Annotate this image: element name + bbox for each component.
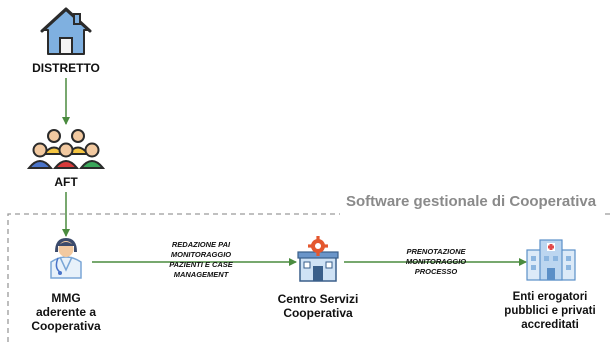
house-icon [40, 7, 92, 55]
people-group-icon [26, 129, 106, 169]
edge-label-mmg-centro-line-4: MANAGEMENT [173, 270, 229, 279]
node-label-enti-line-3: accreditati [521, 319, 579, 331]
node-label-enti-line-2: pubblici e privati [504, 305, 596, 317]
doctor-icon [50, 238, 82, 279]
node-label-mmg-line-3: Cooperativa [31, 319, 101, 333]
node-label-enti-line-1: Enti erogatori [512, 291, 588, 303]
node-label-aft: AFT [54, 175, 78, 189]
edge-label-centro-enti: PRENOTAZIONE MONITORAGGIO PROCESSO [386, 247, 486, 277]
edge-label-centro-enti-line-2: MONITORAGGIO [405, 257, 467, 266]
edge-label-mmg-centro: REDAZIONE PAI MONITORAGGIO PAZIENTI E CA… [146, 240, 256, 280]
edge-label-mmg-centro-line-2: MONITORAGGIO [170, 250, 232, 259]
hospital-icon [526, 239, 576, 281]
region-border [7, 213, 613, 342]
node-label-enti: Enti erogatori pubblici e privati accred… [488, 290, 612, 332]
service-center-icon [297, 236, 339, 282]
node-label-distretto: DISTRETTO [32, 61, 100, 75]
node-label-centro-line-2: Cooperativa [283, 306, 353, 320]
node-label-mmg-line-2: aderente a [35, 305, 97, 319]
edge-label-centro-enti-line-1: PRENOTAZIONE [406, 247, 466, 256]
edge-label-centro-enti-line-3: PROCESSO [414, 267, 458, 276]
node-label-centro-line-1: Centro Servizi [277, 292, 359, 306]
edge-label-mmg-centro-line-1: REDAZIONE PAI [171, 240, 231, 249]
node-label-mmg-line-1: MMG [51, 291, 81, 305]
node-label-mmg: MMG aderente a Cooperativa [6, 291, 126, 333]
region-title: Software gestionale di Cooperativa [346, 193, 597, 210]
edge-label-mmg-centro-line-3: PAZIENTI E CASE [169, 260, 233, 269]
node-label-centro: Centro Servizi Cooperativa [263, 292, 373, 320]
